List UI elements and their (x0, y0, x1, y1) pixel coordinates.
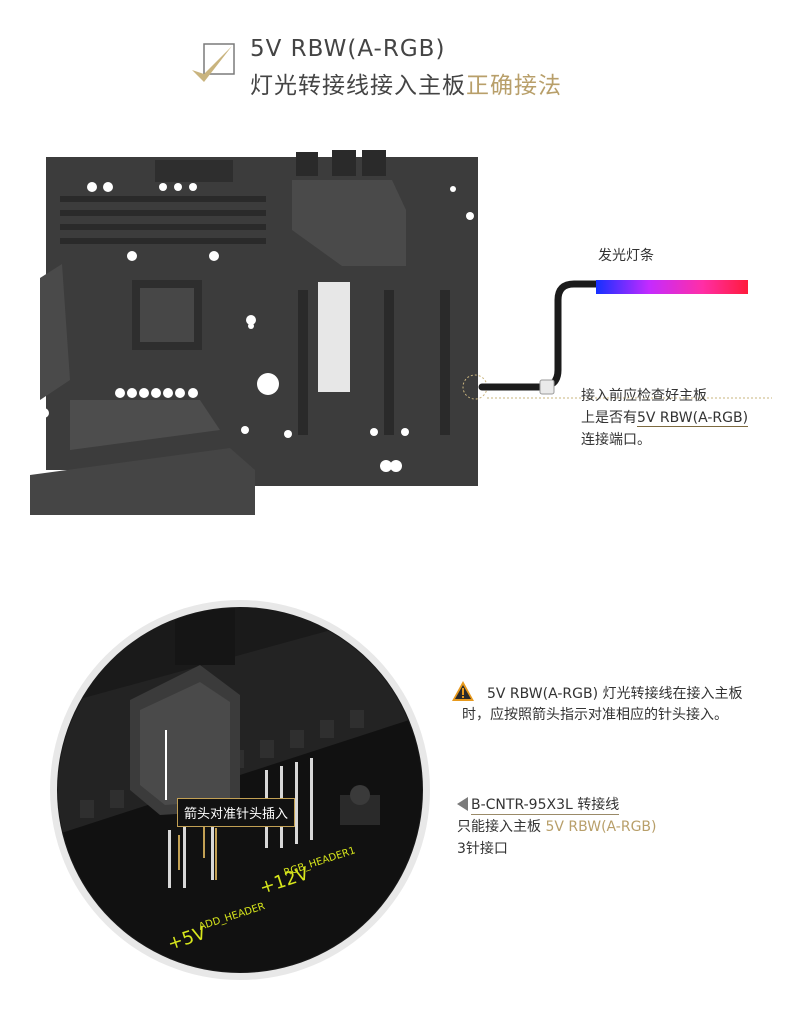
warning-triangle-icon (452, 681, 474, 701)
cable-model: B-CNTR-95X3L 转接线 (471, 797, 620, 815)
warning-text: 5V RBW(A-RGB) 灯光转接线在接入主板时，应按照箭头指示对准相应的针头… (462, 686, 743, 723)
cable-note-line-2: 只能接入主板 5V RBW(A-RGB) (457, 816, 657, 838)
motherboard-illustration (30, 150, 772, 515)
header-check-note: 接入前应检查好主板 上是否有5V RBW(A-RGB) 连接端口。 (581, 385, 749, 451)
title-prefix: 灯光转接线接入主板 (250, 73, 466, 99)
title-line-1: 5V RBW(A-RGB) (250, 36, 446, 62)
cable-note-prefix: 只能接入主板 (457, 819, 546, 835)
title-highlight: 正确接法 (466, 73, 562, 99)
arrow-callout: 箭头对准针头插入 (177, 798, 296, 827)
light-strip-label: 发光灯条 (598, 248, 654, 264)
note-line-2-highlight: 5V RBW(A-RGB) (637, 410, 749, 427)
cable-note-highlight: 5V RBW(A-RGB) (545, 819, 657, 835)
cable-note-line-3: 3针接口 (457, 841, 508, 857)
note-line-1: 接入前应检查好主板 (581, 388, 707, 404)
note-line-2-prefix: 上是否有 (581, 410, 637, 426)
note-line-2: 上是否有5V RBW(A-RGB) (581, 407, 749, 429)
cable-note: B-CNTR-95X3L 转接线 只能接入主板 5V RBW(A-RGB) 3针… (457, 794, 657, 860)
cable-note-line-1: B-CNTR-95X3L 转接线 (457, 794, 657, 816)
header: 5V RBW(A-RGB) 灯光转接线接入主板正确接法 (0, 0, 790, 110)
light-strip (596, 280, 748, 294)
closeup-illustration: +5V ADD_HEADER +12V RGB_HEADER1 (50, 600, 430, 980)
checkmark-icon (192, 43, 235, 82)
title-line-2: 灯光转接线接入主板正确接法 (250, 66, 562, 100)
note-line-3: 连接端口。 (581, 432, 651, 448)
arrow-left-icon (457, 797, 468, 811)
